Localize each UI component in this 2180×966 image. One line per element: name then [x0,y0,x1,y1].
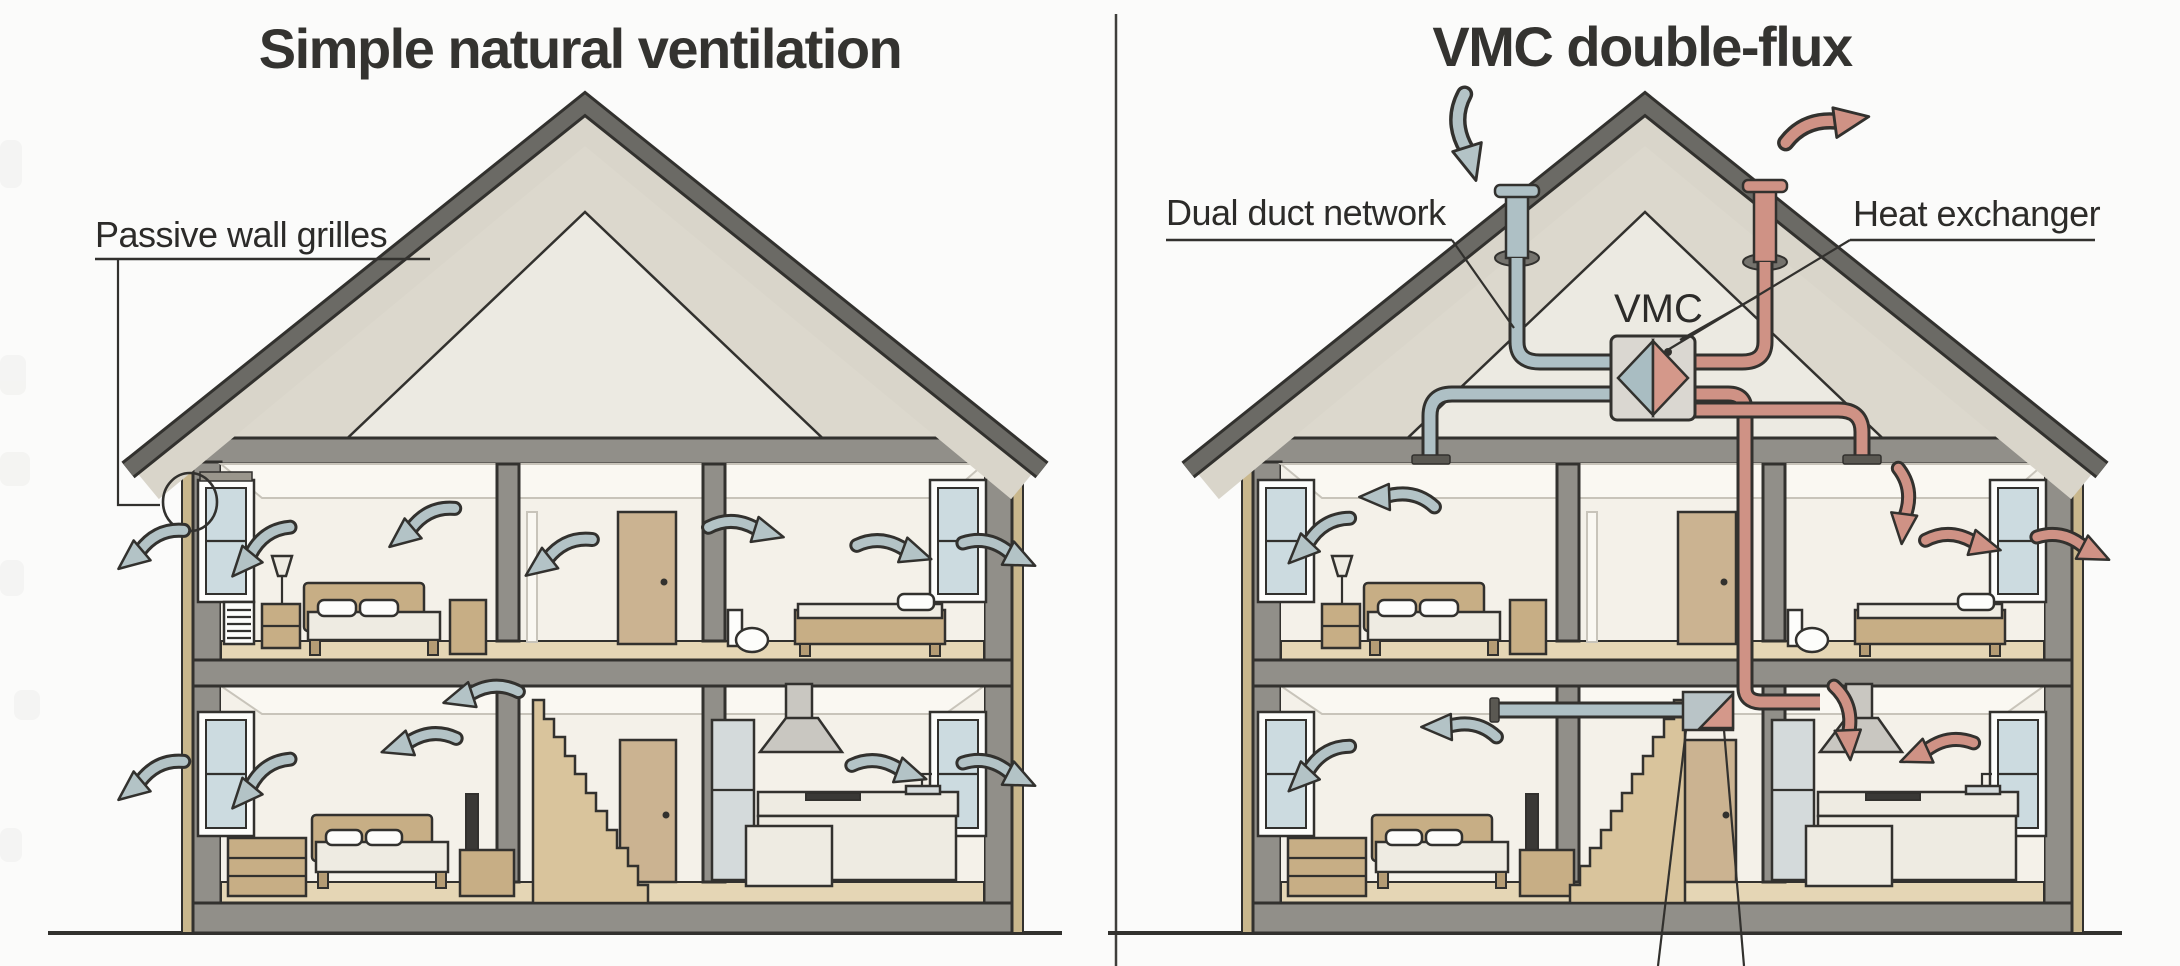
callout-leader-branch [1679,295,1759,341]
bottom-leader-line [1656,729,1688,966]
left-house: Passive wall grilles [48,104,1062,933]
callout-passive-wall-grilles: Passive wall grilles [95,214,430,533]
roof-stale-arrow [1785,90,1869,169]
vmc-unit [1609,334,1697,422]
callout-heat-exchanger-label: Heat exchanger [1853,193,2101,234]
callout-dual-duct-network: Dual duct network [1166,192,1515,329]
duct-supply-upper-bedroom [1424,388,1612,456]
callout-passive-label: Passive wall grilles [95,214,387,255]
stale-air-roof-stack [1752,189,1778,264]
ceiling-extract-point [1842,454,1882,465]
floor-distribution-box [1681,690,1735,732]
fresh-air-roof-stack [1504,194,1530,260]
duct-exhaust-to-roof [1694,262,1771,368]
edge-artifacts [0,140,40,862]
right-panel-title: VMC double-flux [1432,15,1853,78]
staircase [1568,698,1687,905]
leader-endpoint-dot [1664,348,1672,356]
left-panel-title: Simple natural ventilation [259,17,901,80]
duct-riser-to-kitchen [1694,388,1820,708]
callout-leader-line [116,259,160,507]
duct-intake-to-roof [1511,258,1612,368]
heat-exchanger-warm-side [1651,337,1690,419]
vmc-unit-label: VMC [1614,287,1703,331]
callout-heat-exchanger: Heat exchanger [1664,193,2101,356]
stale-air-ducts [1694,262,1882,711]
roof-fresh-arrow [1442,94,1497,181]
window-top-grille [199,471,253,482]
right-house: VMC Dual duct network Heat exchanger [1108,90,2122,966]
callout-leader-line [1451,239,1515,329]
fresh-air-ducts [1411,258,1688,723]
air-out-arrow [114,529,188,569]
duct-extract-upper-bedroom [1694,404,1868,458]
callout-leader-line [1665,239,1851,352]
wall-grille [222,600,256,646]
callout-dual-duct-label: Dual duct network [1166,192,1447,233]
fresh-air-roof-cap [1493,183,1541,199]
duct-open-end [1489,697,1500,723]
staircase [531,698,650,905]
stale-air-roof-cap [1741,178,1789,194]
bottom-leader-line [1722,729,1746,966]
ceiling-diffuser [1411,454,1451,465]
air-out-arrow [114,760,188,800]
